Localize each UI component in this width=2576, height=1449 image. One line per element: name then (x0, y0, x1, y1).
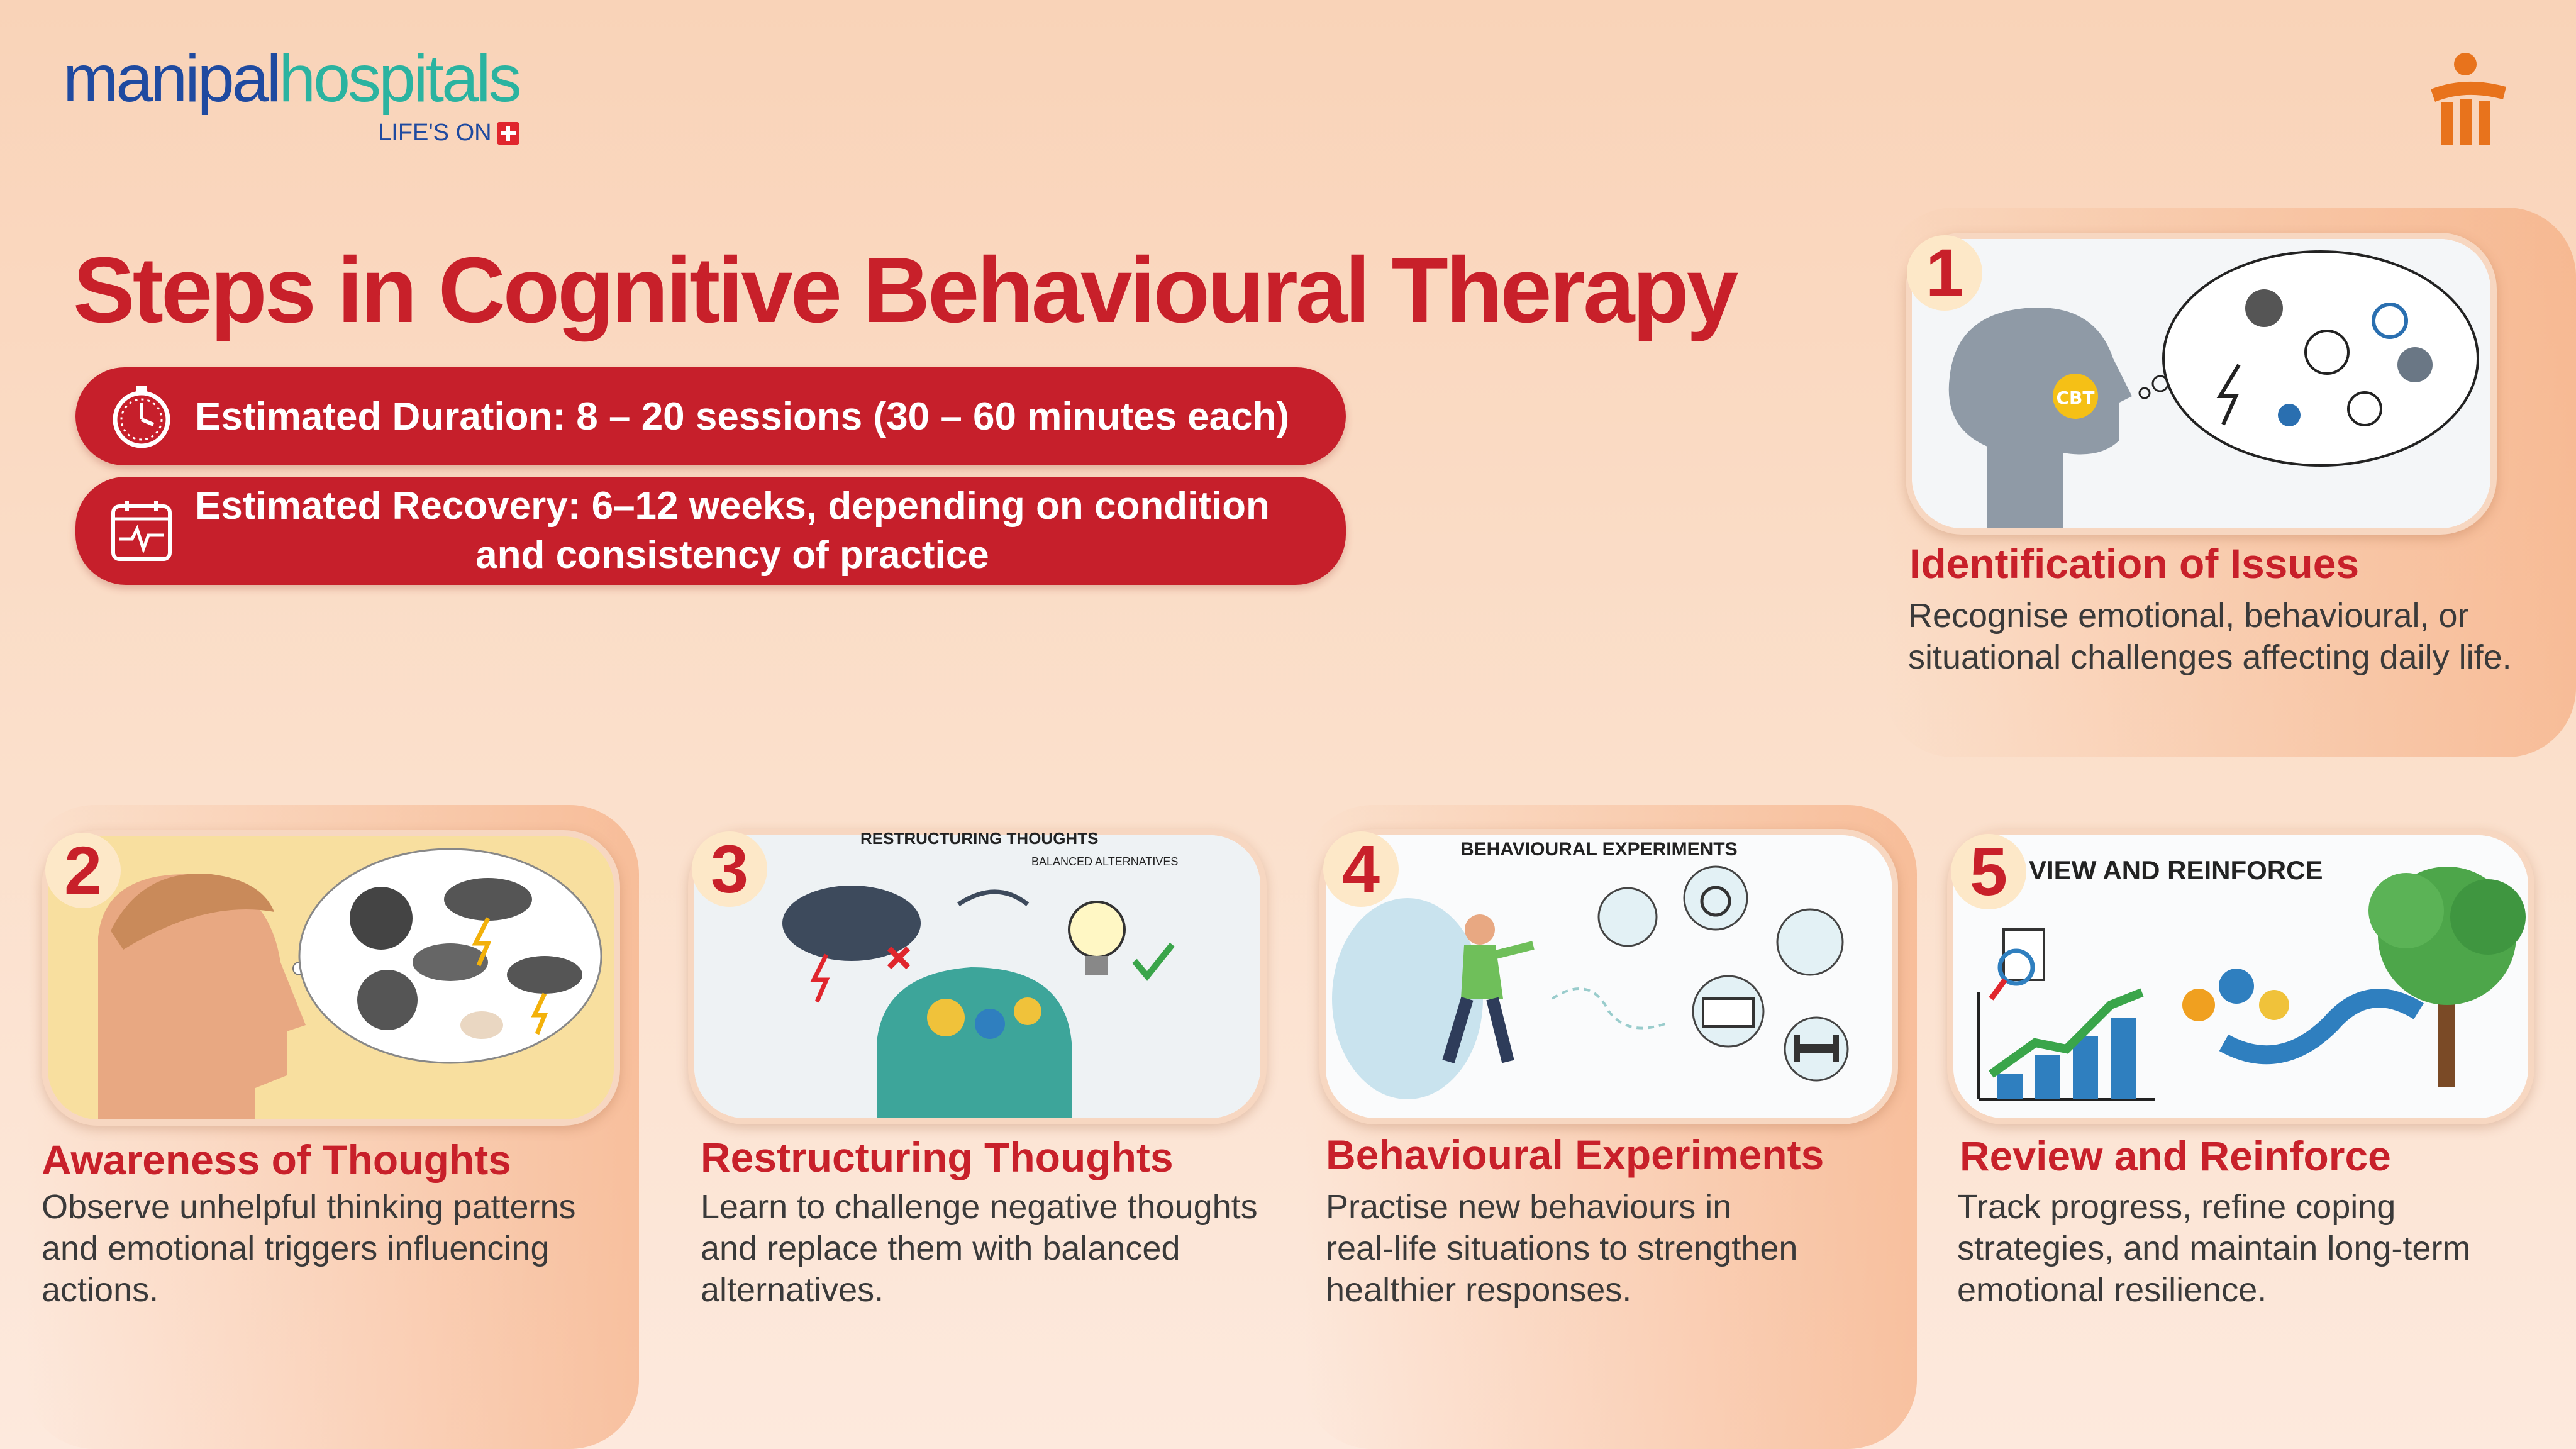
medical-cross-icon (496, 121, 519, 145)
step-desc-5: Track progress, refine coping strategies… (1957, 1188, 2471, 1309)
step-title-5: Review and Reinforce (1960, 1133, 2391, 1179)
head-thought-bubble-illustration: CBT (1912, 239, 2490, 528)
duration-pill: Estimated Duration: 8 – 20 sessions (30 … (75, 367, 1346, 465)
page-title: Steps in Cognitive Behavioural Therapy (73, 238, 1738, 342)
cbt-badge (2053, 374, 2098, 419)
recovery-pill: Estimated Recovery: 6–12 weeks, dependin… (75, 477, 1346, 585)
brand-wordmark: manipalhospitals (63, 42, 522, 116)
step-title-2: Awareness of Thoughts (42, 1136, 511, 1183)
review-growth-tree-illustration (1953, 835, 2528, 1118)
step-desc-4: Practise new behaviours in real-life sit… (1326, 1188, 1798, 1309)
step-4-image-caption: BEHAVIOURAL EXPERIMENTS (1460, 839, 1738, 860)
step-3-image-subcaption: BALANCED ALTERNATIVES (1031, 855, 1179, 868)
step-desc-1: Recognise emotional, behavioural, or sit… (1908, 597, 2512, 676)
restructuring-thoughts-illustration (694, 835, 1260, 1118)
step-4-illustration (1319, 829, 1898, 1124)
behavioural-experiments-illustration (1326, 835, 1892, 1118)
step-3-illustration (688, 829, 1267, 1124)
step-1-illustration: CBT (1906, 233, 2497, 535)
step-title-3: Restructuring Thoughts (701, 1134, 1174, 1180)
step-number-1: 1 (1907, 235, 1982, 311)
step-title-1: Identification of Issues (1909, 540, 2360, 587)
svg-text:CBT: CBT (2057, 387, 2095, 408)
duration-text: Estimated Duration: 8 – 20 sessions (30 … (195, 394, 1290, 438)
step-number-3: 3 (692, 831, 767, 907)
step-2-illustration (42, 830, 620, 1126)
step-title-4: Behavioural Experiments (1326, 1131, 1824, 1178)
calendar-heartbeat-icon (111, 501, 172, 561)
step-number-4: 4 (1323, 831, 1399, 907)
step-5-image-caption: VIEW AND REINFORCE (2029, 855, 2323, 885)
recovery-text: Estimated Recovery: 6–12 weeks, dependin… (195, 484, 1270, 577)
brand-logo: manipalhospitals LIFE'S ON (63, 42, 522, 146)
stopwatch-icon (113, 386, 170, 448)
step-desc-2: Observe unhelpful thinking patterns and … (42, 1188, 576, 1309)
step-number-2: 2 (45, 833, 121, 908)
brand-tagline: LIFE'S ON (378, 119, 519, 147)
profile-storm-thoughts-illustration (48, 836, 614, 1119)
step-5-illustration (1947, 829, 2534, 1124)
brand-mark-icon (2431, 53, 2506, 145)
step-3-image-caption: RESTRUCTURING THOUGHTS (860, 829, 1099, 848)
step-desc-3: Learn to challenge negative thoughts and… (701, 1188, 1258, 1309)
step-number-5: 5 (1951, 834, 2026, 909)
